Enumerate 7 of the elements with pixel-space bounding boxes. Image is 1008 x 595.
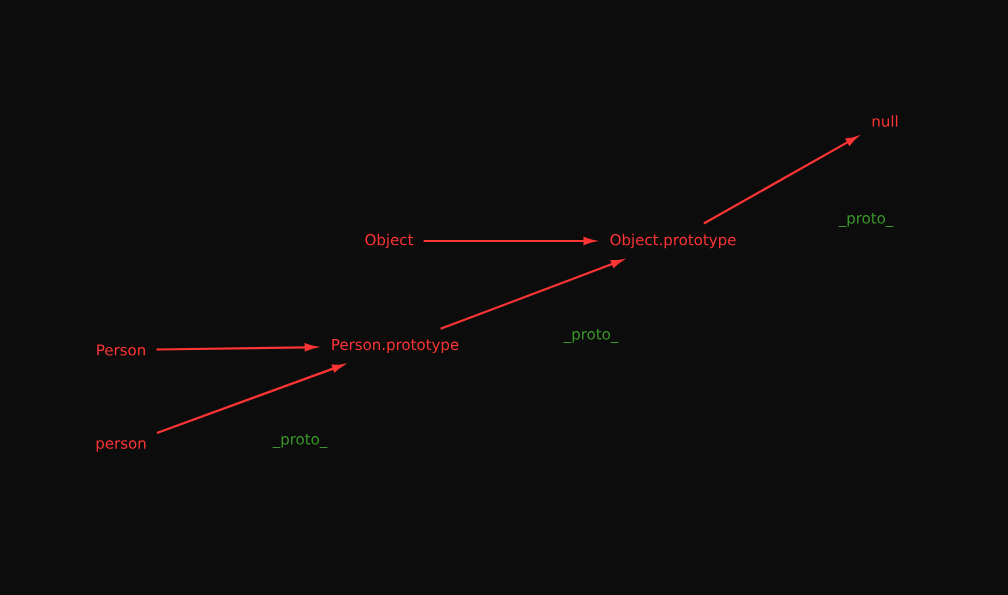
- text-label: Object: [365, 233, 414, 249]
- text-label: person: [96, 440, 146, 452]
- arrow: [703, 136, 858, 225]
- text-label: Person: [97, 344, 145, 356]
- text-label: Person.prototype: [332, 339, 459, 354]
- text-label: Object.prototype: [610, 233, 736, 249]
- text-label: null: [872, 115, 898, 127]
